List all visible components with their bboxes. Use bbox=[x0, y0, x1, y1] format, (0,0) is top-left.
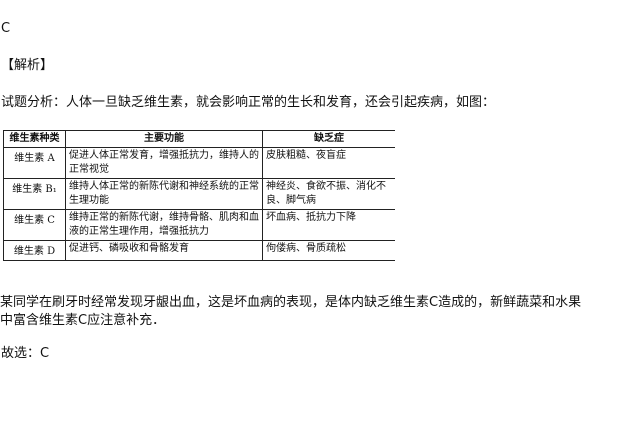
row-kind: 维生素 B₁ bbox=[3, 178, 66, 210]
answer-text: C bbox=[1, 21, 11, 36]
header-kind: 维生素种类 bbox=[3, 130, 66, 148]
table-row: 维生素 D 促进钙、磷吸收和骨骼发育 佝偻病、骨质疏松 bbox=[3, 240, 395, 261]
row-deficiency: 坏血病、抵抗力下降 bbox=[262, 209, 395, 241]
conclusion-text-line1: 某同学在刷牙时经常发现牙龈出血，这是坏血病的表现，是体内缺乏维生素C造成的，新鲜… bbox=[0, 295, 582, 310]
row-function: 维持正常的新陈代谢，维持骨骼、肌肉和血液的正常生理作用，增强抵抗力 bbox=[65, 209, 263, 241]
vitamin-table: 维生素种类 主要功能 缺乏症 维生素 A 促进人体正常发育，增强抵抗力，维持人的… bbox=[3, 130, 395, 261]
table-header-row: 维生素种类 主要功能 缺乏症 bbox=[3, 130, 395, 148]
header-deficiency: 缺乏症 bbox=[262, 130, 395, 148]
table-row: 维生素 C 维持正常的新陈代谢，维持骨骼、肌肉和血液的正常生理作用，增强抵抗力 … bbox=[3, 209, 395, 241]
row-function: 促进钙、磷吸收和骨骼发育 bbox=[65, 240, 263, 261]
vitamin-table-image: 维生素种类 主要功能 缺乏症 维生素 A 促进人体正常发育，增强抵抗力，维持人的… bbox=[3, 130, 395, 272]
row-deficiency: 佝偻病、骨质疏松 bbox=[262, 240, 395, 261]
table-row: 维生素 A 促进人体正常发育，增强抵抗力，维持人的正常视觉 皮肤粗糙、夜盲症 bbox=[3, 147, 395, 179]
intro-text: 试题分析：人体一旦缺乏维生素，就会影响正常的生长和发育，还会引起疾病，如图： bbox=[1, 95, 496, 110]
row-kind: 维生素 C bbox=[3, 209, 66, 241]
analysis-heading: 【解析】 bbox=[1, 58, 54, 73]
row-kind: 维生素 A bbox=[3, 147, 66, 179]
header-function: 主要功能 bbox=[65, 130, 263, 148]
row-deficiency: 皮肤粗糙、夜盲症 bbox=[262, 147, 395, 179]
table-row: 维生素 B₁ 维持人体正常的新陈代谢和神经系统的正常生理功能 神经炎、食欲不振、… bbox=[3, 178, 395, 210]
row-deficiency: 神经炎、食欲不振、消化不良、脚气病 bbox=[262, 178, 395, 210]
row-function: 促进人体正常发育，增强抵抗力，维持人的正常视觉 bbox=[65, 147, 263, 179]
row-kind: 维生素 D bbox=[3, 240, 66, 261]
conclusion-text-line2: 中富含维生素C应注意补充． bbox=[0, 313, 166, 328]
row-function: 维持人体正常的新陈代谢和神经系统的正常生理功能 bbox=[65, 178, 263, 210]
final-answer-text: 故选：C bbox=[1, 346, 50, 361]
